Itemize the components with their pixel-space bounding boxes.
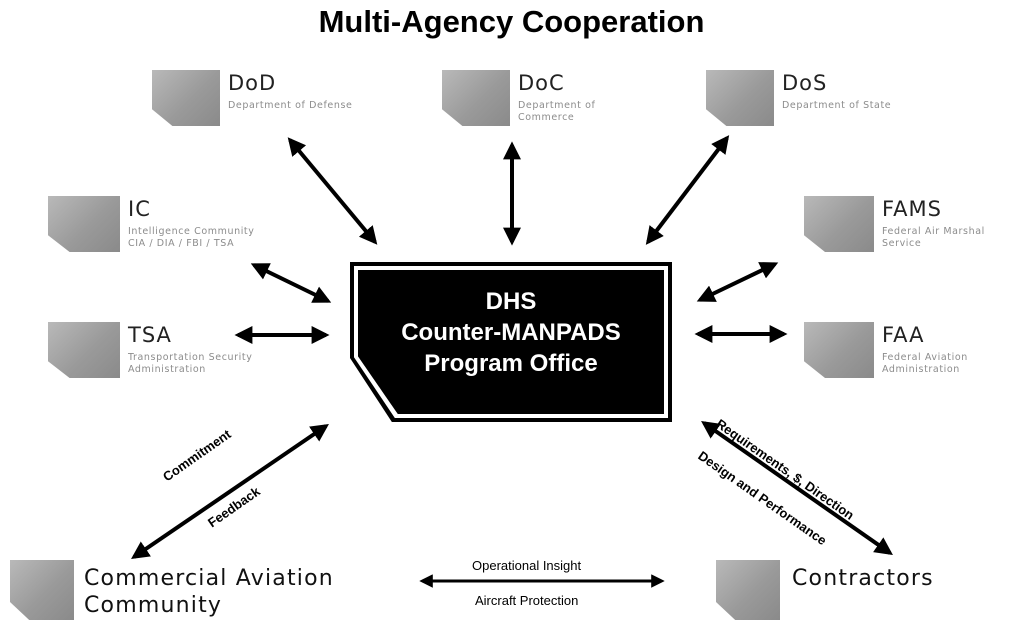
node-dos: DoS Department of State: [706, 70, 946, 132]
arrow-dos: [645, 135, 730, 245]
node-dos-full: Department of State: [782, 100, 892, 111]
agency-emblem-icon: [716, 560, 780, 620]
agency-emblem-icon: [706, 70, 774, 126]
node-ic-abbr: IC: [128, 197, 151, 221]
node-commercial-aviation: Commercial Aviation Community: [10, 560, 390, 624]
node-fams-full: Federal Air Marshal Service: [882, 226, 985, 249]
arrow-fams: [696, 262, 779, 302]
node-faa-full: Federal Aviation Administration: [882, 352, 968, 375]
agency-emblem-icon: [10, 560, 74, 620]
node-dod-full: Department of Defense: [228, 100, 353, 111]
arrow-ic: [250, 263, 332, 303]
center-line-1: DHS: [485, 288, 537, 315]
agency-emblem-icon: [804, 322, 874, 378]
node-dod: DoD Department of Defense: [152, 70, 412, 132]
center-line-2: Counter-MANPADS: [401, 319, 621, 346]
node-ic: IC Intelligence Community CIA / DIA / FB…: [48, 196, 318, 258]
agency-emblem-icon: [48, 322, 120, 378]
center-box-fill: [358, 270, 664, 414]
node-commercial-aviation-name: Commercial Aviation Community: [84, 566, 334, 618]
node-fams: FAMS Federal Air Marshal Service: [804, 196, 1023, 258]
node-contractors: Contractors: [716, 560, 996, 624]
node-contractors-name: Contractors: [792, 566, 934, 591]
diagram-title: Multi-Agency Cooperation: [318, 4, 705, 39]
node-ic-full: Intelligence Community CIA / DIA / FBI /…: [128, 226, 255, 249]
node-doc-full: Department of Commerce: [518, 100, 596, 123]
node-dos-abbr: DoS: [782, 71, 828, 95]
agency-emblem-icon: [152, 70, 220, 126]
center-line-3: Program Office: [424, 350, 598, 377]
node-tsa: TSA Transportation Security Administrati…: [48, 322, 318, 384]
node-faa: FAA Federal Aviation Administration: [804, 322, 1023, 384]
agency-emblem-icon: [48, 196, 120, 252]
center-box-frame: [354, 266, 668, 418]
node-tsa-full: Transportation Security Administration: [128, 352, 253, 375]
node-fams-abbr: FAMS: [882, 197, 942, 221]
node-doc: DoC Department of Commerce: [442, 70, 642, 132]
node-faa-abbr: FAA: [882, 323, 925, 347]
agency-emblem-icon: [442, 70, 510, 126]
node-dod-abbr: DoD: [228, 71, 277, 95]
label-aircraft-protection: Aircraft Protection: [475, 593, 579, 608]
label-operational-insight: Operational Insight: [472, 558, 582, 573]
center-program-office: DHS Counter-MANPADS Program Office: [354, 286, 668, 379]
arrow-dod: [287, 137, 378, 245]
node-doc-abbr: DoC: [518, 71, 565, 95]
arrow-contractors: [701, 420, 893, 556]
arrow-commercial: [131, 423, 329, 560]
node-tsa-abbr: TSA: [128, 323, 172, 347]
agency-emblem-icon: [804, 196, 874, 252]
